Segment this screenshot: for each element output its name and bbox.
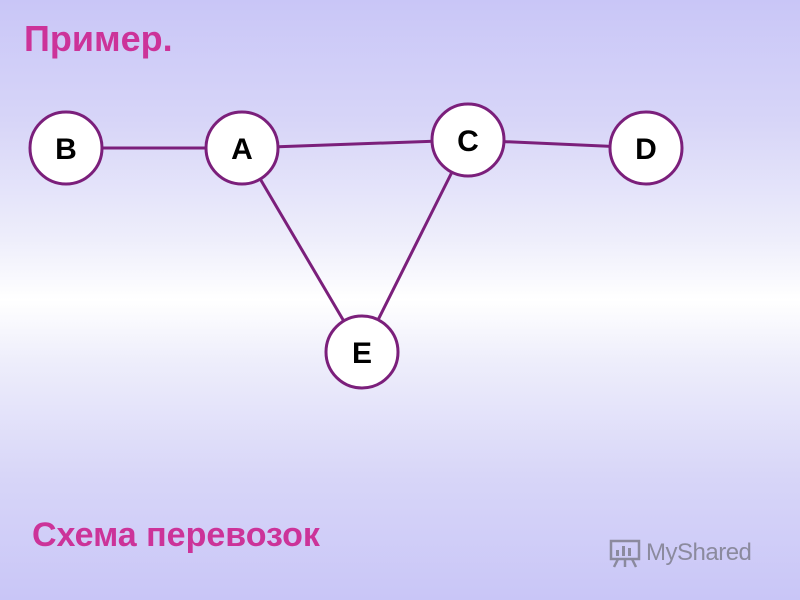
watermark: MyShared [608, 536, 752, 570]
edge-a-e [240, 147, 364, 353]
watermark-text: MyShared [646, 539, 752, 566]
node-label: E [352, 337, 372, 370]
node-label: D [635, 133, 657, 166]
node-circle [28, 110, 104, 186]
graph-nodes: B A C D E [28, 102, 684, 390]
node-label: B [55, 133, 77, 166]
node-circle [430, 102, 506, 178]
node-circle [608, 110, 684, 186]
presentation-board-icon [609, 539, 641, 568]
node-label: C [457, 125, 479, 158]
slide-title: Пример. [24, 18, 173, 59]
slide-subtitle: Схема перевозок [32, 516, 320, 554]
node-b: B [28, 110, 104, 186]
node-d: D [608, 110, 684, 186]
node-label: A [231, 133, 253, 166]
node-circle [204, 110, 280, 186]
node-e: E [324, 314, 400, 390]
edge-a-c [241, 138, 469, 150]
edge-c-e [360, 139, 470, 353]
node-c: C [430, 102, 506, 178]
node-a: A [204, 110, 280, 186]
node-circle [324, 314, 400, 390]
